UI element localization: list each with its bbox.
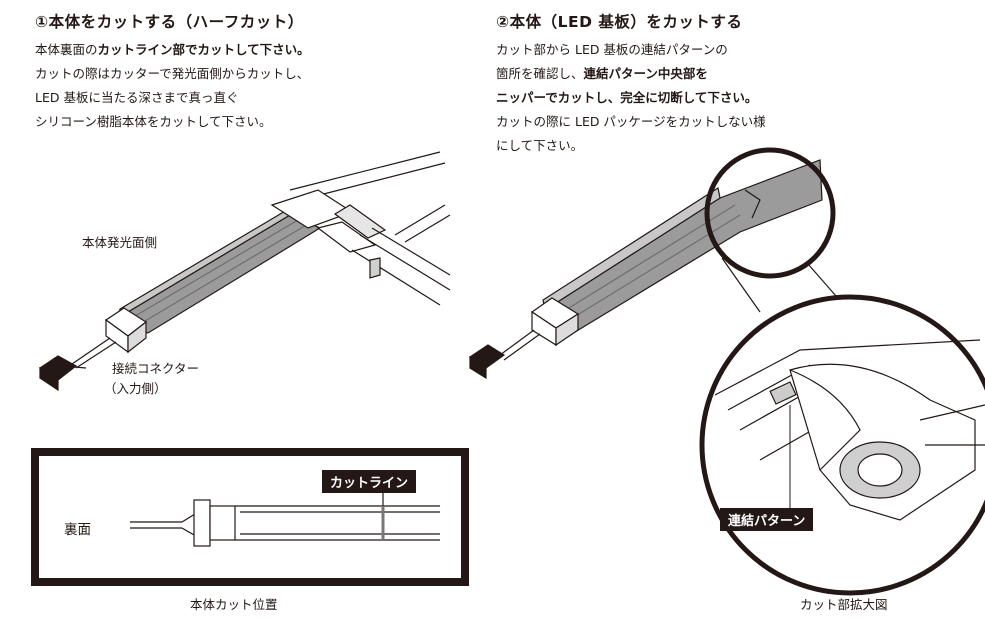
right-line-2: 箇所を確認し、連結パターン中央部を: [496, 62, 766, 86]
label-connector: 接続コネクター: [112, 361, 200, 376]
left-line-4: シリコーン樹脂本体をカットして下さい。: [35, 114, 272, 129]
right-line-2-text: 箇所を確認し、: [496, 66, 584, 81]
label-light-face: 本体発光面側: [82, 235, 158, 250]
right-line-4: カットの際に LED パッケージをカットしない様: [496, 114, 766, 129]
left-line-1-bold: カットライン部でカットして下さい。: [97, 42, 310, 57]
pattern-tag: 連結パターン: [720, 508, 814, 531]
left-line-2: カットの際はカッターで発光面側からカットし、: [35, 66, 310, 81]
right-line-1: カット部から LED 基板の連結パターンの: [496, 42, 728, 57]
cut-position-caption: 本体カット位置: [190, 597, 278, 612]
right-line-2-bold: 連結パターン中央部を: [583, 66, 708, 81]
cut-position-box: [31, 448, 469, 586]
right-line-3: ニッパーでカットし、完全に切断して下さい。: [496, 90, 758, 105]
cut-line-tag: カットライン: [322, 470, 417, 493]
left-line-1: 本体裏面のカットライン部でカットして下さい。: [35, 38, 310, 62]
right-heading: ②本体（LED 基板）をカットする: [496, 13, 743, 31]
label-connector-input: （入力側）: [104, 381, 167, 396]
right-strip-illustration: [468, 159, 823, 380]
left-line-3: LED 基板に当たる深さまで真っ直ぐ: [35, 90, 239, 105]
right-line-5: にして下さい。: [496, 138, 584, 153]
label-back-side: 裏面: [64, 522, 91, 538]
left-heading: ①本体をカットする（ハーフカット）: [35, 13, 304, 31]
left-instructions: 本体裏面のカットライン部でカットして下さい。 カットの際はカッターで発光面側から…: [35, 38, 310, 134]
right-instructions: カット部から LED 基板の連結パターンの 箇所を確認し、連結パターン中央部を …: [496, 38, 766, 158]
zoom-circle: [699, 294, 985, 596]
zoom-caption: カット部拡大図: [800, 597, 888, 612]
left-strip-illustration: [38, 151, 451, 392]
left-line-1-text: 本体裏面の: [35, 42, 98, 57]
